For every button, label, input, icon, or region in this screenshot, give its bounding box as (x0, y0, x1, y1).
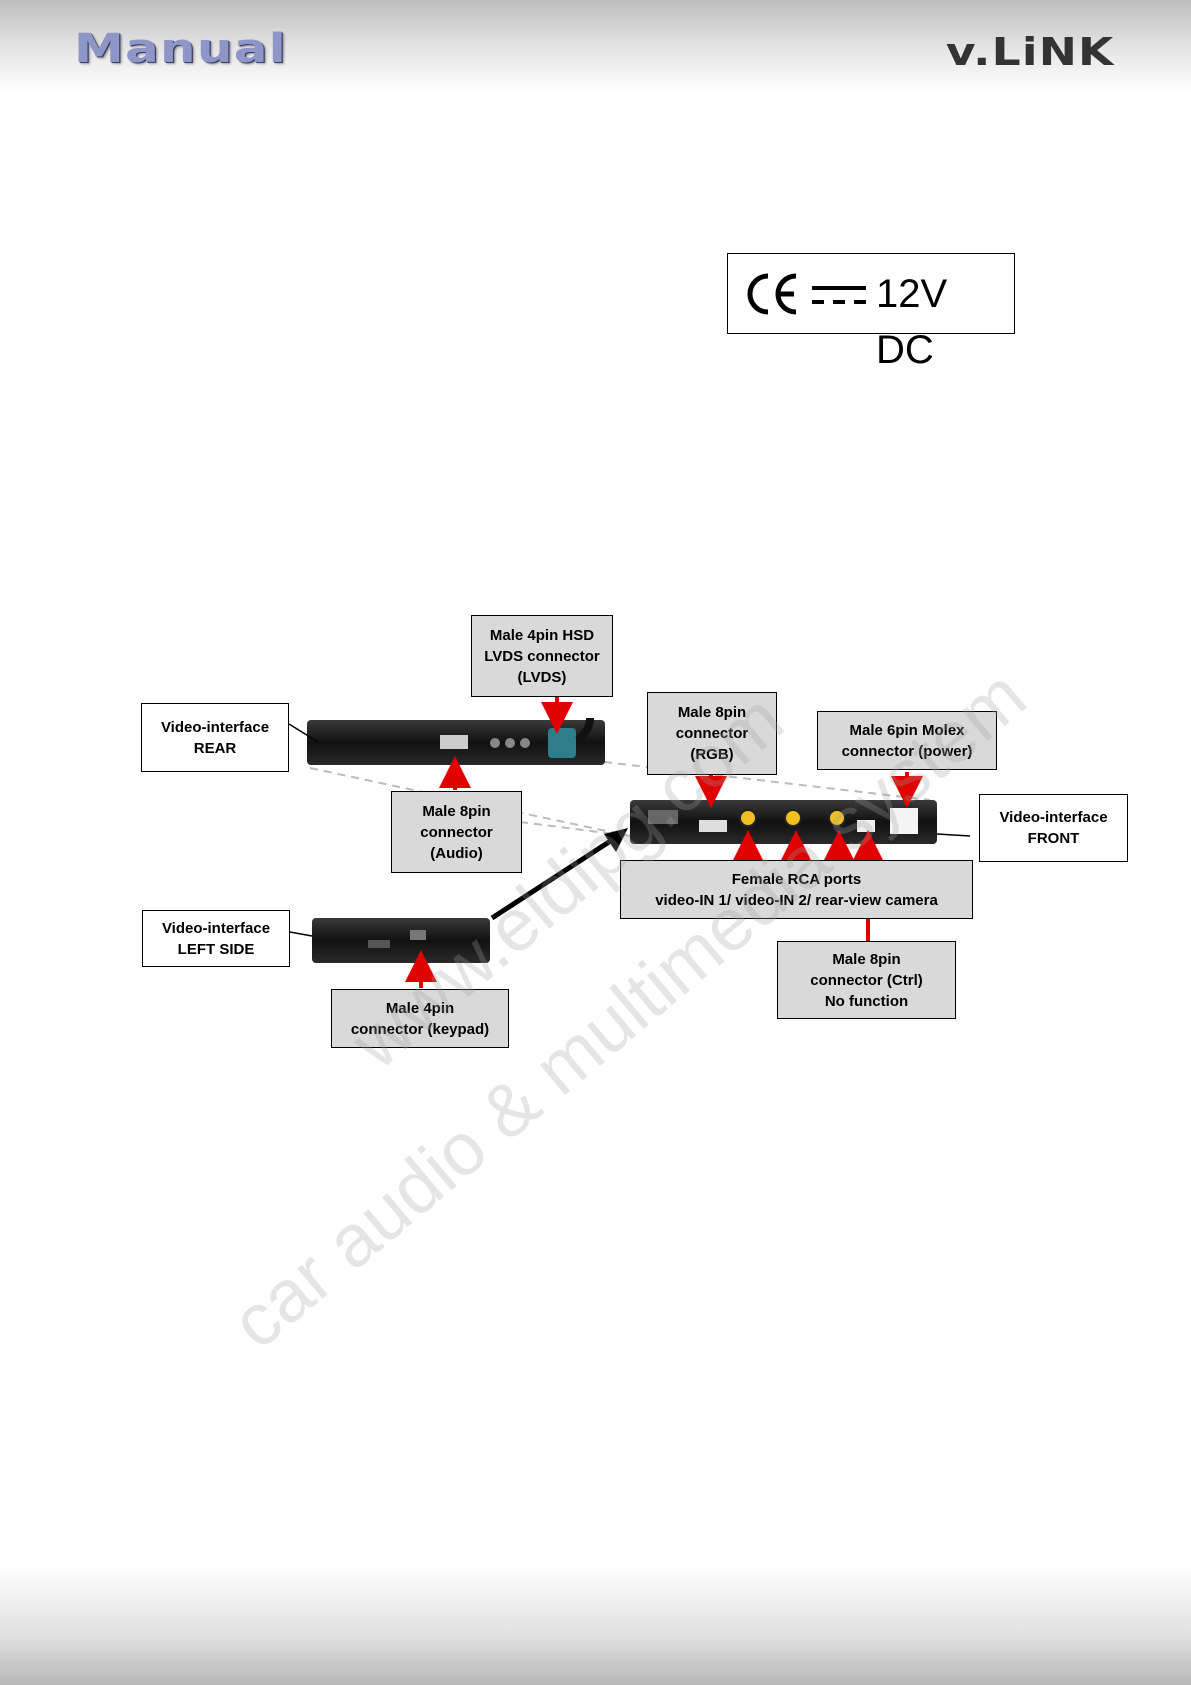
front-device-image (630, 800, 937, 844)
vlink-logo: v.LiNK (946, 30, 1115, 74)
left-side-device-image (312, 918, 490, 963)
label-rgb-connector: Male 8pin connector (RGB) (647, 692, 777, 775)
black-arrow (490, 837, 614, 921)
label-hsd-lvds-connector: Male 4pin HSD LVDS connector (LVDS) (471, 615, 613, 697)
label-ctrl-connector: Male 8pin connector (Ctrl) No function (777, 941, 956, 1019)
red-arrows (405, 696, 923, 988)
ce-mark-icon (747, 273, 797, 315)
label-keypad-connector: Male 4pin connector (keypad) (331, 989, 509, 1048)
label-audio-connector: Male 8pin connector (Audio) (391, 791, 522, 873)
rear-device-image (307, 717, 605, 765)
label-video-interface-left-side: Video-interface LEFT SIDE (142, 910, 290, 967)
manual-logo: Manual (74, 26, 288, 72)
page-header: Manual v.LiNK (0, 0, 1191, 92)
voltage-label: 12V DC (876, 272, 948, 372)
label-video-interface-front: Video-interface FRONT (979, 794, 1128, 862)
label-video-interface-rear: Video-interface REAR (141, 703, 289, 772)
label-molex-power-connector: Male 6pin Molex connector (power) (817, 711, 997, 770)
label-rca-ports: Female RCA ports video-IN 1/ video-IN 2/… (620, 860, 973, 919)
direct-current-icon (812, 286, 866, 304)
guide-lines (309, 761, 931, 837)
ce-certification-box: 12V DC (727, 253, 1015, 372)
page-footer (0, 1565, 1191, 1685)
